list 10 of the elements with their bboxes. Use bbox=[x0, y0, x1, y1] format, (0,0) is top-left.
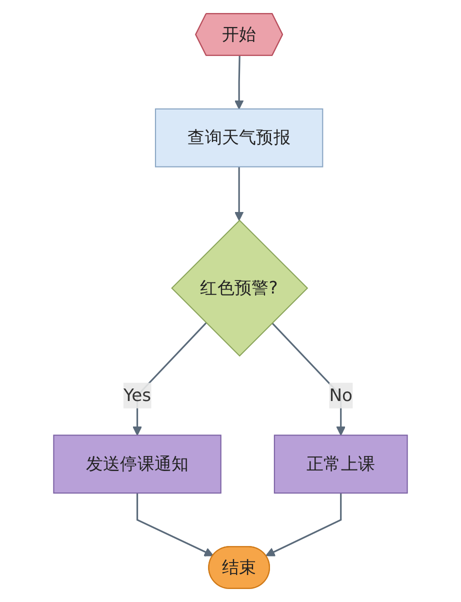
edge-label: No bbox=[329, 384, 353, 406]
arrow bbox=[266, 493, 342, 556]
node-box: 正常上课 bbox=[274, 434, 408, 494]
arrow bbox=[234, 166, 244, 221]
node-diamond: 红色预警? bbox=[171, 220, 308, 357]
arrow bbox=[234, 56, 244, 110]
node-box: 发送停课通知 bbox=[53, 434, 222, 494]
arrow bbox=[136, 493, 214, 556]
node-box: 查询天气预报 bbox=[154, 108, 324, 168]
edge-label: Yes bbox=[123, 384, 152, 406]
